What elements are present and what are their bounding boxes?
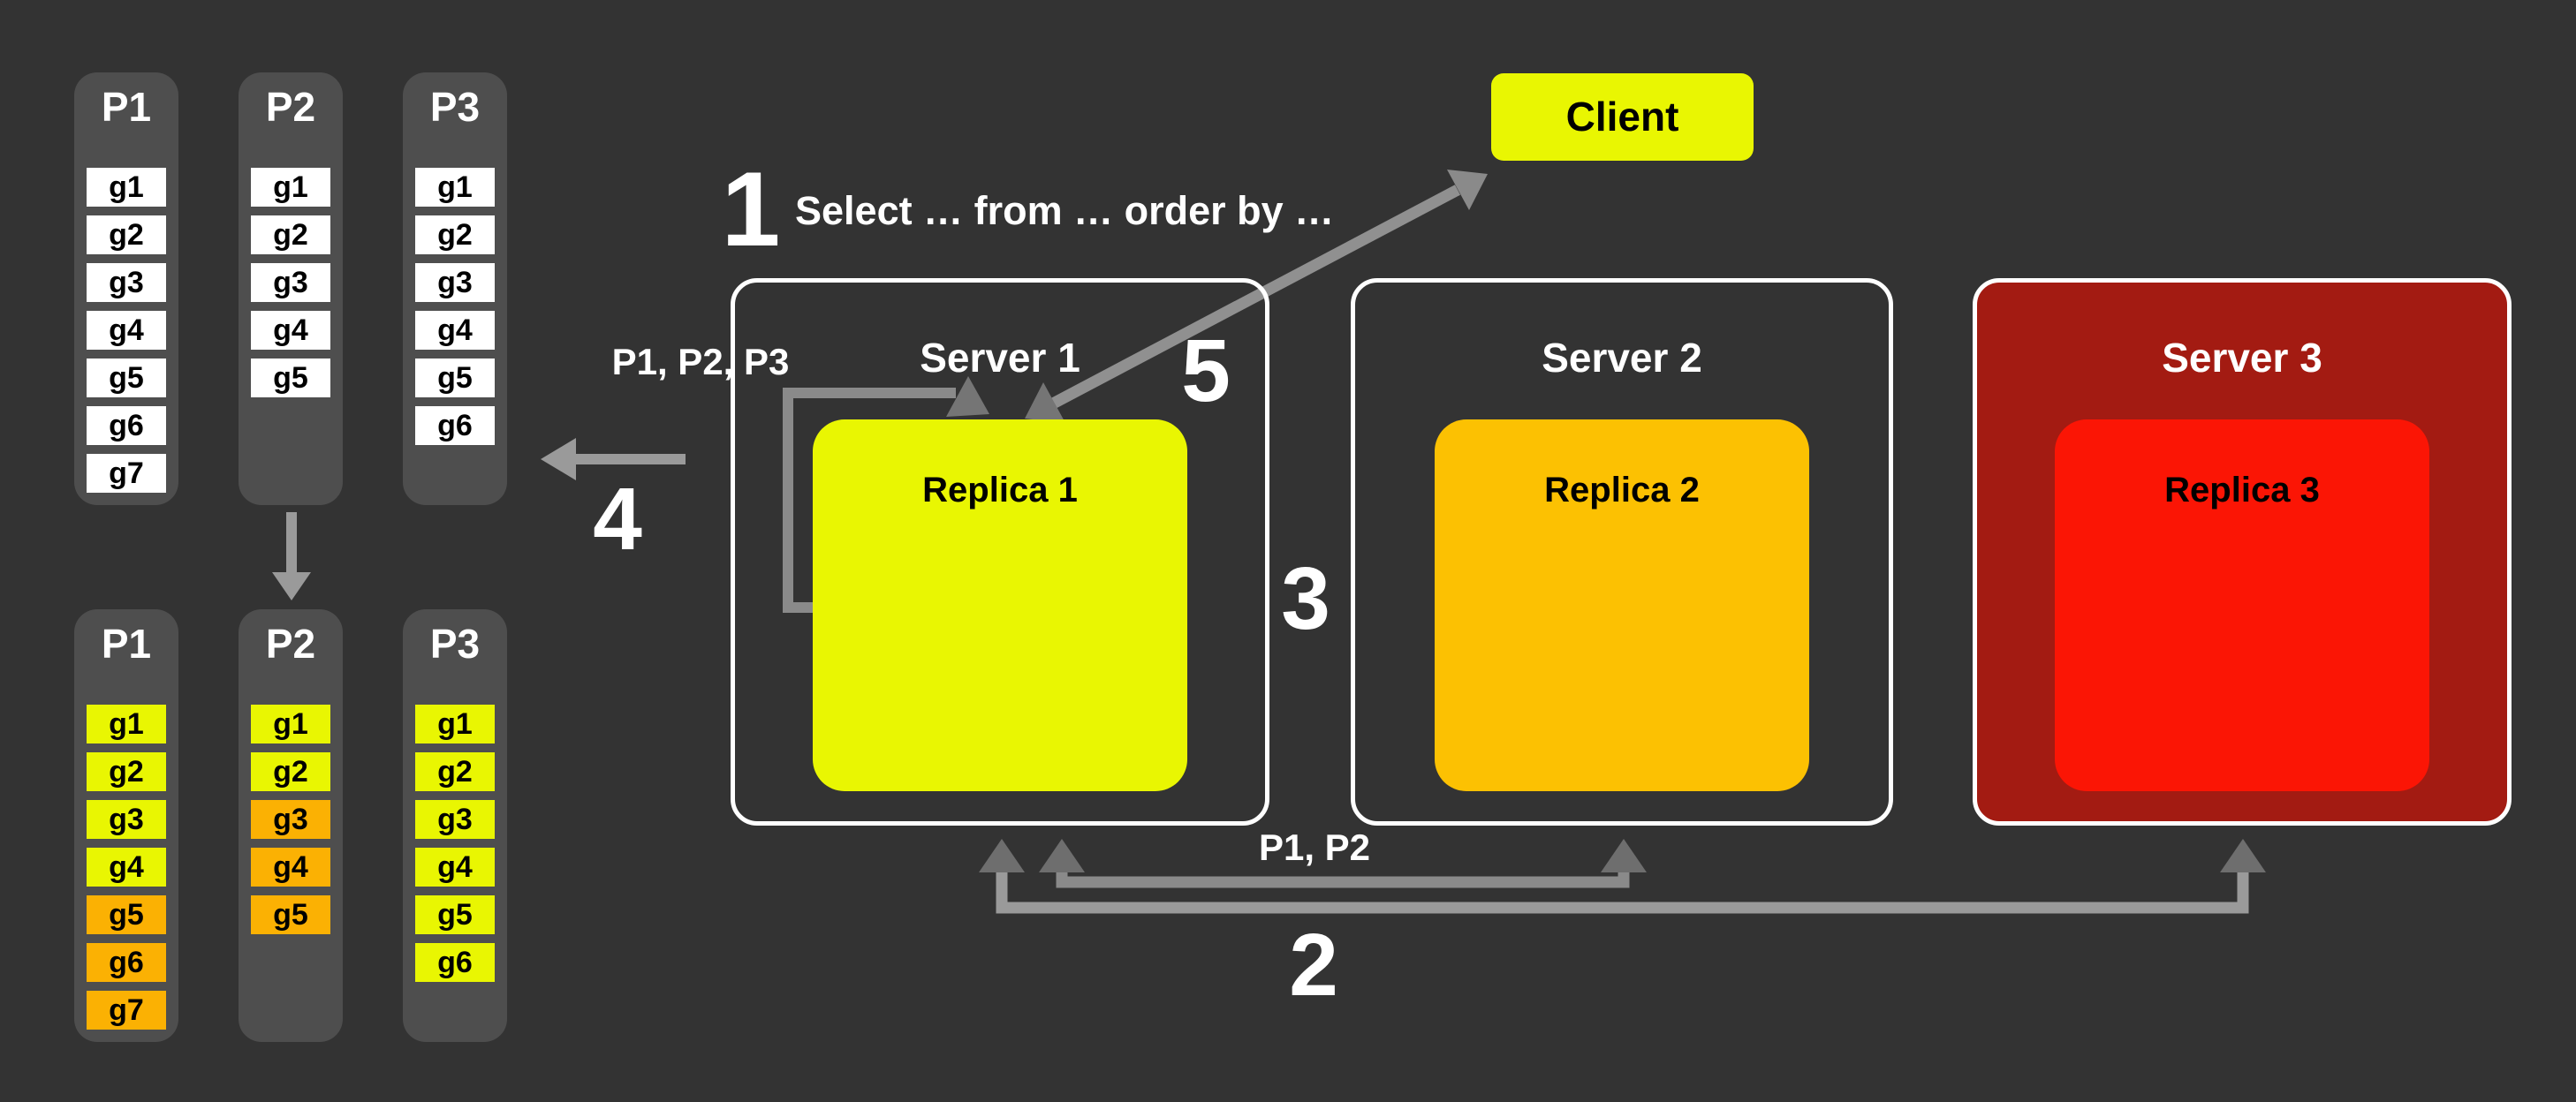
partition-column-title: P1 xyxy=(101,84,152,130)
partition-cell: g2 xyxy=(87,752,166,791)
replica3-box: Replica 3 xyxy=(2055,419,2429,791)
partition-column-after-p3: P3 g1 g2 g3 g4 g5 g6 xyxy=(403,609,507,1042)
partition-cell: g7 xyxy=(87,991,166,1030)
partition-cell: g6 xyxy=(87,406,166,445)
partition-cell: g3 xyxy=(415,263,495,302)
partition-cell: g4 xyxy=(251,848,330,887)
partition-cell: g4 xyxy=(415,848,495,887)
partition-cell: g2 xyxy=(415,215,495,254)
partition-cell: g7 xyxy=(87,454,166,493)
partition-cell: g4 xyxy=(251,311,330,350)
partition-cell: g5 xyxy=(251,895,330,934)
partition-cell: g1 xyxy=(251,705,330,743)
partition-cell: g1 xyxy=(87,168,166,207)
partition-cell: g3 xyxy=(251,800,330,839)
partition-column-before-p1: P1 g1 g2 g3 g4 g5 g6 g7 xyxy=(74,72,178,505)
fanout-partitions-label: P1, P2, P3 xyxy=(611,341,790,382)
partition-cell: g1 xyxy=(415,705,495,743)
replica1-label: Replica 1 xyxy=(922,471,1078,509)
partition-cell: g3 xyxy=(87,800,166,839)
partition-cell: g2 xyxy=(87,215,166,254)
partition-cell: g4 xyxy=(415,311,495,350)
partition-cell: g2 xyxy=(251,752,330,791)
replica1-box: Replica 1 xyxy=(813,419,1187,791)
step4-number: 4 xyxy=(593,470,642,569)
client-label: Client xyxy=(1565,94,1679,140)
partition-cell: g5 xyxy=(87,895,166,934)
partition-cell: g2 xyxy=(251,215,330,254)
replica2-label: Replica 2 xyxy=(1544,471,1700,509)
server1-box: Server 1 Replica 1 xyxy=(731,278,1269,826)
partition-cell: g1 xyxy=(251,168,330,207)
partition-column-title: P1 xyxy=(101,621,152,667)
step1-query-label: Select … from … order by … xyxy=(795,188,1335,233)
partition-cell: g6 xyxy=(87,943,166,982)
partition-column-title: P2 xyxy=(265,84,316,130)
partition-cell: g6 xyxy=(415,406,495,445)
step5-number: 5 xyxy=(1181,321,1231,420)
partition-cell: g4 xyxy=(87,848,166,887)
step2-arrow-outer xyxy=(979,839,2266,914)
partition-column-after-p1: P1 g1 g2 g3 g4 g5 g6 g7 xyxy=(74,609,178,1042)
partition-column-title: P2 xyxy=(265,621,316,667)
partition-cell: g3 xyxy=(415,800,495,839)
partition-cell: g3 xyxy=(251,263,330,302)
partition-column-before-p2: P2 g1 g2 g3 g4 g5 xyxy=(239,72,343,505)
step2-partitions-label: P1, P2 xyxy=(1258,826,1371,868)
partition-cell: g5 xyxy=(415,895,495,934)
server2-title: Server 2 xyxy=(1542,335,1702,381)
partition-column-before-p3: P3 g1 g2 g3 g4 g5 g6 xyxy=(403,72,507,505)
partition-cell: g3 xyxy=(87,263,166,302)
partition-column-title: P3 xyxy=(429,621,481,667)
partition-cell: g1 xyxy=(415,168,495,207)
server3-title: Server 3 xyxy=(2162,335,2322,381)
server2-box: Server 2 Replica 2 xyxy=(1351,278,1893,826)
partition-group-before: P1 g1 g2 g3 g4 g5 g6 g7 P2 g1 g2 g3 g4 g5 P3 g1 g2 g3 g4 g5… xyxy=(74,72,509,507)
partition-column-title: P3 xyxy=(429,84,481,130)
partition-cell: g5 xyxy=(415,359,495,397)
partition-cell: g1 xyxy=(87,705,166,743)
partition-group-after: P1 g1 g2 g3 g4 g5 g6 g7 P2 g1 g2 g3 g4 g5 P3 g1 g2 g3 g4 g5… xyxy=(74,609,509,1044)
replica3-label: Replica 3 xyxy=(2164,471,2320,509)
replica2-box: Replica 2 xyxy=(1435,419,1809,791)
partition-cell: g5 xyxy=(251,359,330,397)
step3-number: 3 xyxy=(1281,549,1330,648)
server1-title: Server 1 xyxy=(920,335,1080,381)
partition-column-after-p2: P2 g1 g2 g3 g4 g5 xyxy=(239,609,343,1042)
client-box: Client xyxy=(1491,73,1754,161)
partition-cell: g2 xyxy=(415,752,495,791)
step2-number: 2 xyxy=(1289,916,1338,1015)
step1-number: 1 xyxy=(721,150,781,268)
partition-sort-arrow xyxy=(272,512,311,600)
partition-cell: g4 xyxy=(87,311,166,350)
server3-box: Server 3 Replica 3 xyxy=(1973,278,2512,826)
partition-cell: g5 xyxy=(87,359,166,397)
partition-cell: g6 xyxy=(415,943,495,982)
